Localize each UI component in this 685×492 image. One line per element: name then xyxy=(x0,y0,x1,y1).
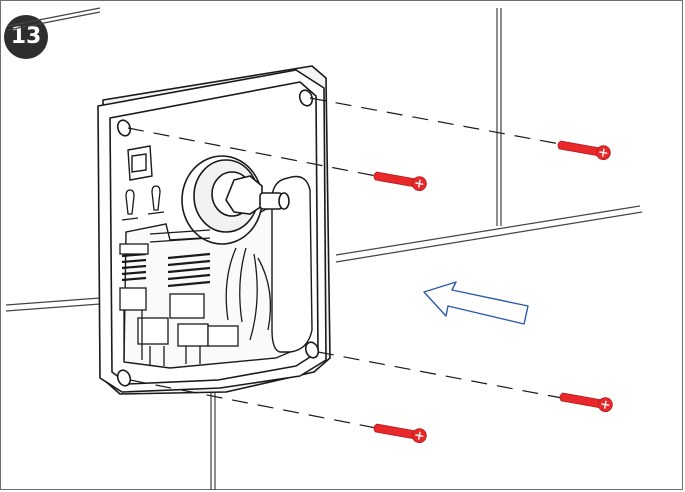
wall-tiles xyxy=(5,7,643,490)
pipework xyxy=(119,229,272,366)
alignment-guides xyxy=(127,97,563,429)
screw-bottom-right xyxy=(559,392,613,413)
coil-spring-center xyxy=(167,252,211,288)
left-arrow-icon xyxy=(423,281,529,325)
solenoid-valve xyxy=(181,155,290,245)
valve-cavity xyxy=(123,145,313,369)
screws xyxy=(373,140,613,444)
keyhole-hooks xyxy=(121,185,165,221)
mounting-hole-bottom-right xyxy=(304,341,320,359)
screw-bottom-left xyxy=(373,423,427,444)
coil-spring-left xyxy=(119,243,149,282)
mounting-hole-top-left xyxy=(116,119,132,137)
mounting-hole-top-right xyxy=(298,89,314,107)
mounting-hole-bottom-left xyxy=(116,369,132,387)
screw-top-left xyxy=(373,171,427,192)
screw-top-right xyxy=(557,140,611,161)
